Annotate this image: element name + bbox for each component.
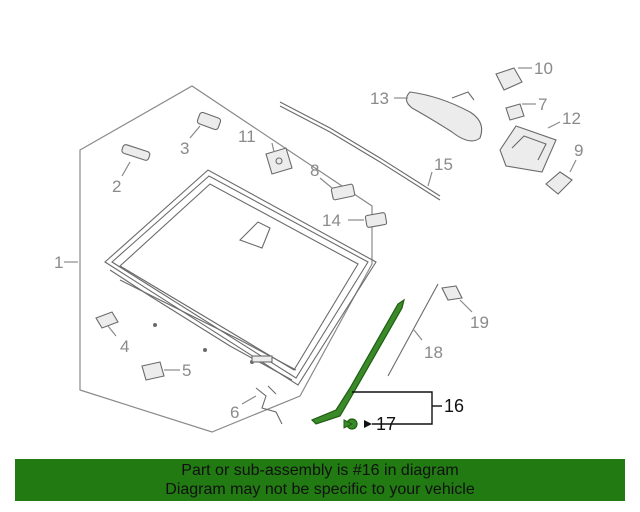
info-banner: Part or sub-assembly is #16 in diagram D… xyxy=(15,459,625,501)
callout-15: 15 xyxy=(434,155,453,174)
callout-12: 12 xyxy=(562,109,581,128)
part-5-shape xyxy=(141,361,165,381)
callout-18: 18 xyxy=(424,343,443,362)
part-8-shape xyxy=(330,183,356,201)
part-9-shape xyxy=(545,171,573,195)
windshield-glass xyxy=(104,169,377,386)
part-2-shape xyxy=(121,144,151,161)
part-15-strip xyxy=(279,101,441,201)
part-13-mirror xyxy=(405,91,483,142)
callout-2: 2 xyxy=(112,177,121,196)
banner-line-2: Diagram may not be specific to your vehi… xyxy=(165,481,475,498)
part-14-shape xyxy=(364,212,388,228)
part-11-shape xyxy=(265,147,293,175)
banner-line-1: Part or sub-assembly is #16 in diagram xyxy=(181,462,459,479)
callout-17: 17 xyxy=(376,414,396,434)
callout-16: 16 xyxy=(444,396,464,416)
part-17-clip xyxy=(343,418,358,430)
callout-19: 19 xyxy=(470,313,489,332)
part-10-shape xyxy=(495,67,523,91)
part-7-shape xyxy=(505,103,525,121)
callout-14: 14 xyxy=(322,211,341,230)
callout-10: 10 xyxy=(534,59,553,78)
part-16-garnish xyxy=(310,298,405,425)
parts-diagram: 2 3 11 8 14 15 13 10 7 xyxy=(54,59,583,434)
part-6-wire xyxy=(255,385,283,425)
part-18-strip xyxy=(387,283,439,377)
part-19-shape xyxy=(441,285,463,301)
callout-5: 5 xyxy=(182,361,191,380)
callout-11: 11 xyxy=(238,127,256,146)
callout-1: 1 xyxy=(54,253,63,272)
callout-9: 9 xyxy=(574,141,583,160)
callout-6: 6 xyxy=(230,403,239,422)
callout-3: 3 xyxy=(180,139,189,158)
callout-7: 7 xyxy=(538,95,547,114)
part-4-shape xyxy=(95,311,119,329)
part-12-console xyxy=(499,125,557,173)
callout-4: 4 xyxy=(120,337,129,356)
group-outline xyxy=(79,85,373,433)
callout-8: 8 xyxy=(310,161,319,180)
part-3-shape xyxy=(196,111,222,131)
callout-13: 13 xyxy=(370,89,389,108)
